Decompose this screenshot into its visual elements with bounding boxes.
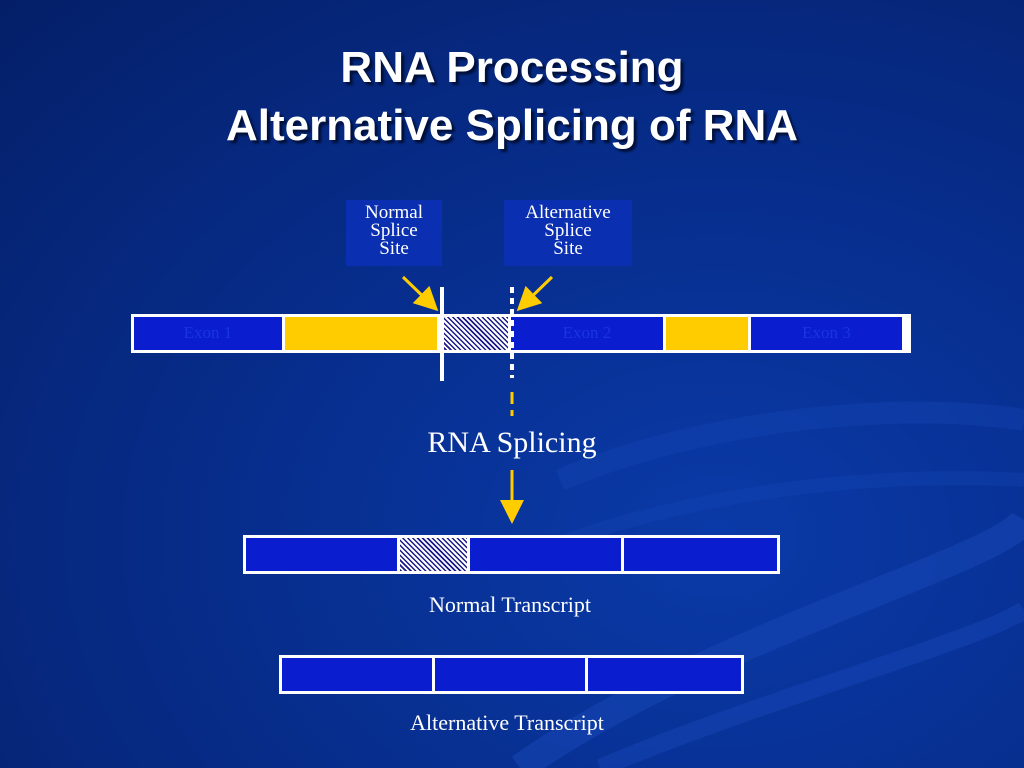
normal-transcript-label: Normal Transcript <box>429 592 591 617</box>
exon-3-segment <box>624 538 777 571</box>
alternative-exon-segment <box>440 317 508 350</box>
normal-splice-site-callout: Normal Splice Site <box>346 200 442 266</box>
alternative-transcript-label: Alternative Transcript <box>410 710 604 735</box>
rna-splicing-label: RNA Splicing <box>427 426 597 459</box>
normal-transcript-strip <box>243 535 780 574</box>
intron-2-segment <box>666 317 748 350</box>
callout-text: Splice <box>370 220 418 241</box>
exon-3-segment <box>588 658 741 691</box>
exon-1-label: Exon 1 <box>183 323 233 342</box>
exon-2-segment <box>470 538 621 571</box>
exon-1-segment <box>246 538 397 571</box>
callout-text: Site <box>379 238 409 259</box>
alternative-splice-site-callout: Alternative Splice Site <box>504 200 632 266</box>
exon-1-segment <box>282 658 432 691</box>
intron-1-segment <box>285 317 437 350</box>
alternative-transcript-strip <box>279 655 744 694</box>
callout-text: Site <box>553 238 583 259</box>
callout-text: Splice <box>544 220 592 241</box>
exon-2-label: Exon 2 <box>562 323 612 342</box>
title-line-1: RNA Processing <box>340 43 684 92</box>
exon-3-segment: Exon 3 <box>751 317 902 350</box>
title-line-2: Alternative Splicing of RNA <box>225 101 799 150</box>
pre-mrna-strip: Exon 1 Exon 2 Exon 3 <box>131 314 911 353</box>
exon-2-segment: Exon 2 <box>511 317 663 350</box>
exon-1-segment: Exon 1 <box>134 317 282 350</box>
exon-3-label: Exon 3 <box>802 323 851 342</box>
exon-2-segment <box>435 658 585 691</box>
callout-text: Normal <box>364 202 424 223</box>
alternative-exon-segment <box>400 538 467 571</box>
callout-text: Alternative <box>525 202 611 223</box>
